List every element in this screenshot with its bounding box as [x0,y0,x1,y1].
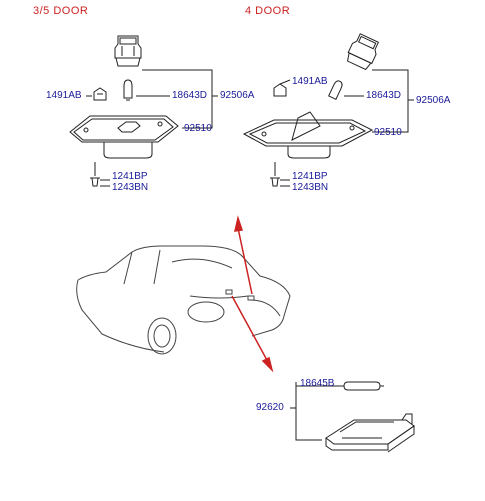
left-clip [93,87,107,101]
right-screw [270,177,280,187]
right-part-clip: 1491AB [292,76,328,87]
left-socket [114,35,142,67]
arrow-down-head [261,356,274,373]
right-part-bulb: 18643D [366,90,402,101]
trunk-bulb [340,381,384,391]
left-bulb [123,79,133,101]
right-lamp-housing [242,111,374,159]
left-part-clip: 1491AB [46,90,82,101]
left-part-lamp: 92510 [184,123,212,134]
left-part-bulb: 18643D [172,90,208,101]
car-outline [76,245,291,355]
header-4-door: 4 DOOR [245,5,291,17]
trunk-part-lamp: 92620 [256,402,284,413]
trunk-part-bulb: 18645B [300,378,335,389]
right-part-lamp: 92510 [374,127,402,138]
arrows [231,215,274,373]
trunk-lamp-housing [325,413,415,453]
right-bulb [328,80,343,100]
left-leaders [86,69,218,187]
right-part-socket: 92506A [416,95,451,106]
left-part-socket: 92506A [220,90,255,101]
left-screw [90,177,100,187]
right-part-screw-b: 1243BN [292,182,329,193]
right-part-screw-a: 1241BP [292,171,328,182]
left-part-screw-b: 1243BN [112,182,149,193]
right-socket [346,33,380,71]
header-3-5-door: 3/5 DOOR [33,5,89,17]
trunk-leaders [290,382,340,441]
left-part-screw-a: 1241BP [112,171,148,182]
right-clip [273,83,287,97]
right-leaders [274,69,414,187]
arrow-up-head [234,215,243,232]
left-lamp-housing [69,115,179,159]
